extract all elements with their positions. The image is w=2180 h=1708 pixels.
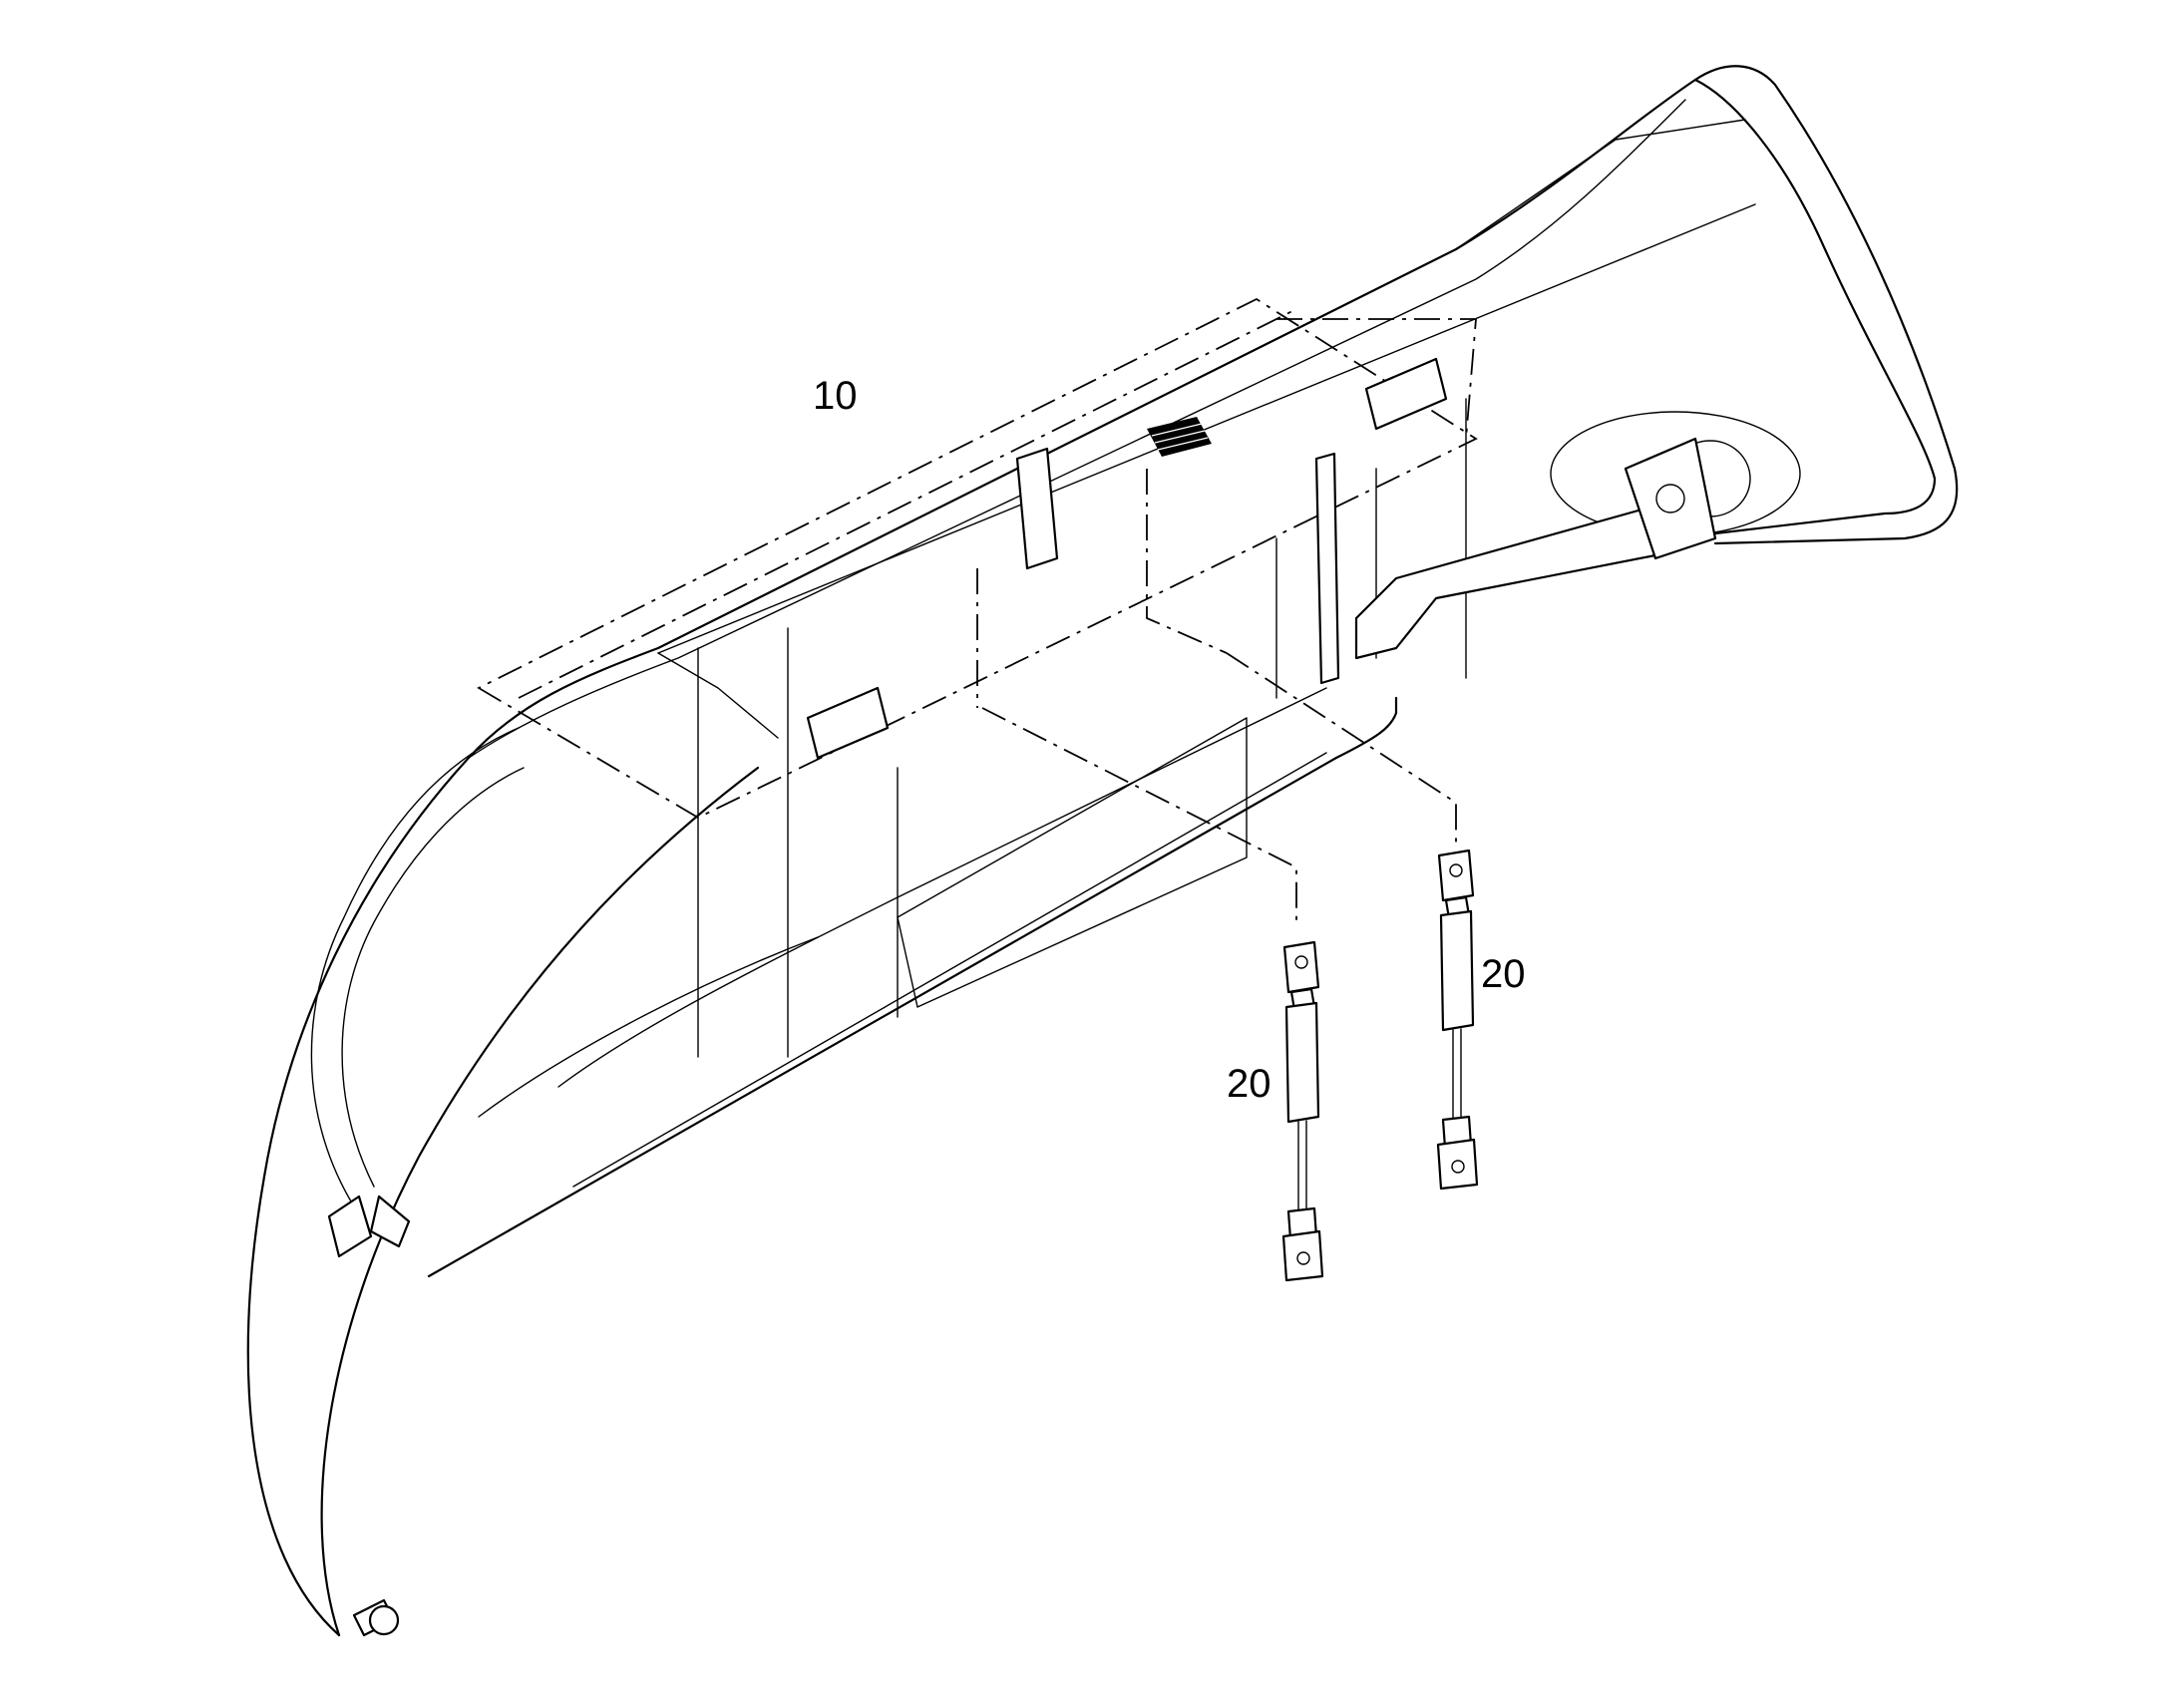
side-hinge bbox=[327, 1195, 411, 1258]
support-arm-hole bbox=[1655, 484, 1685, 513]
support-arm bbox=[1314, 437, 1717, 685]
callout-strut-right: 20 bbox=[1481, 952, 1526, 996]
hood-outer-shell bbox=[246, 65, 1959, 1637]
hood-assembly bbox=[246, 65, 1959, 1637]
hood-access-recess bbox=[897, 717, 1248, 1008]
latch bbox=[352, 1598, 400, 1637]
vent-grille bbox=[1147, 417, 1212, 457]
support-rod bbox=[1314, 452, 1340, 685]
support-arm-body bbox=[1354, 507, 1667, 660]
hinge-brackets bbox=[806, 357, 1448, 760]
support-arm-plate bbox=[1624, 437, 1717, 560]
hood-top-ridge-inner bbox=[657, 203, 1756, 654]
gas-strut-right bbox=[1436, 849, 1479, 1191]
callout-hood: 10 bbox=[813, 374, 858, 418]
hinge-bracket-left bbox=[806, 686, 890, 760]
hood-frame-dashed-top bbox=[518, 308, 1477, 699]
leader-line-left-strut bbox=[981, 707, 1297, 927]
hood-lower-edge bbox=[427, 696, 1398, 1278]
hood-front-edge bbox=[320, 766, 760, 1637]
hood-inner-rail bbox=[557, 687, 1327, 1088]
hood-rear-bowl bbox=[1693, 78, 1937, 535]
leader-line-right-strut bbox=[1226, 652, 1457, 848]
leader-line-right-pivot bbox=[1146, 469, 1228, 654]
hood-frame-dashed bbox=[477, 297, 1478, 820]
hood-inner-rail-2 bbox=[478, 936, 819, 1118]
hood-top-face bbox=[657, 119, 1746, 739]
gas-strut-left bbox=[1281, 940, 1324, 1282]
hood-side-panel bbox=[697, 398, 1467, 1058]
latch-knob bbox=[368, 1604, 400, 1636]
hood-front-edge-inner-2 bbox=[341, 767, 525, 1188]
hood-top-ridge bbox=[468, 99, 1686, 759]
hinge-bracket-center bbox=[1015, 447, 1059, 570]
hood-front-edge-inner bbox=[310, 727, 520, 1207]
hinge-bracket-right bbox=[1364, 357, 1448, 431]
hood-lower-edge-inner bbox=[572, 752, 1327, 1188]
callout-strut-left: 20 bbox=[1227, 1062, 1272, 1106]
